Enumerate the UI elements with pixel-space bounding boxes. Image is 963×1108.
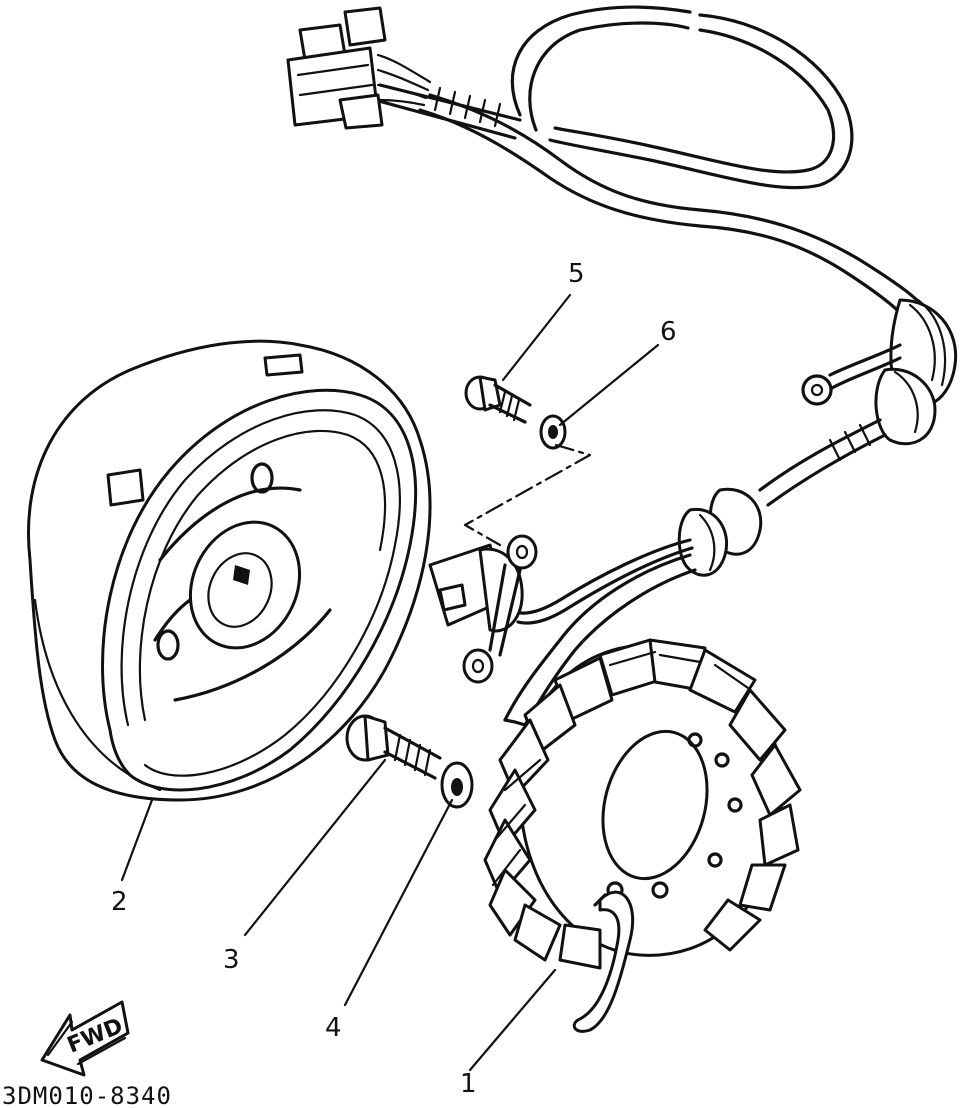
callout-2: 2 bbox=[111, 887, 128, 917]
fwd-arrow: FWD bbox=[40, 1000, 130, 1077]
assembly-line bbox=[463, 443, 592, 547]
bolt-large bbox=[345, 714, 442, 780]
diagram-code: 3DM010-8340 bbox=[2, 1082, 172, 1108]
coupler-connector bbox=[286, 6, 432, 130]
washer-small bbox=[539, 414, 567, 450]
pickup-coil bbox=[428, 534, 538, 684]
wire-harness bbox=[373, 5, 958, 727]
washer-large bbox=[440, 761, 474, 809]
callout-6: 6 bbox=[660, 317, 677, 347]
callout-3: 3 bbox=[223, 945, 240, 975]
screw-small bbox=[464, 375, 532, 424]
left-arrow-icon bbox=[40, 1000, 130, 1077]
callout-leaders bbox=[120, 293, 660, 1072]
callout-1: 1 bbox=[460, 1069, 477, 1099]
callout-4: 4 bbox=[325, 1013, 342, 1043]
rotor-flywheel bbox=[27, 339, 432, 802]
callout-5: 5 bbox=[568, 259, 585, 289]
stator-coil bbox=[483, 638, 802, 1033]
